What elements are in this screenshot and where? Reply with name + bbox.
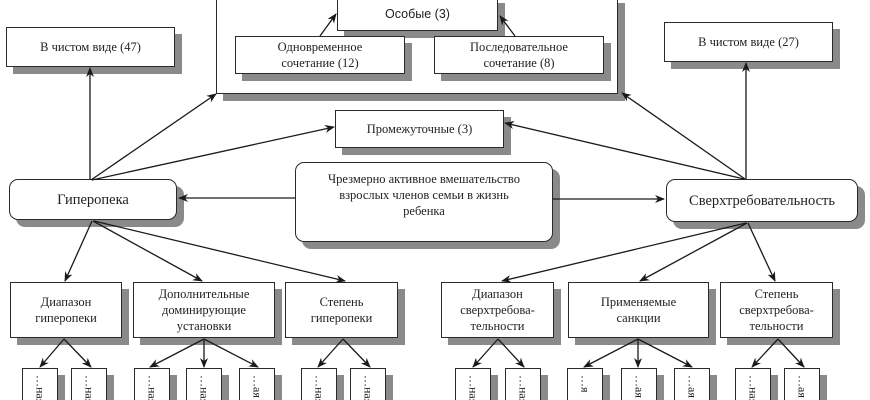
leaf-label: …ная	[466, 375, 481, 400]
intermediate-label: Промежуточные (3)	[366, 122, 473, 136]
leaf-box: …ная	[455, 368, 491, 400]
leaf-box: …ая	[784, 368, 820, 400]
arrow-to-leaf	[751, 338, 779, 368]
leaf-box: …ная	[350, 368, 386, 400]
overdemandingness-node: Сверхтребовательность	[666, 179, 858, 222]
arrow-to-leaf	[777, 338, 805, 368]
arrow-overdemand-to-degree	[747, 222, 776, 282]
leaf-label: …ая	[250, 375, 265, 398]
right-pure-form-label: В чистом виде (27)	[698, 35, 799, 49]
leaf-box: …ная	[71, 368, 107, 400]
leaf-label: …ная	[312, 375, 327, 400]
leaf-box: …я	[567, 368, 603, 400]
left-pure-form-label: В чистом виде (47)	[40, 40, 141, 54]
overdemand-degree-label: Степень сверхтребова- тельности	[739, 287, 814, 333]
overprotection-range-label: Диапазон гиперопеки	[35, 295, 97, 325]
overprotection-label: Гиперопека	[57, 191, 129, 208]
arrow-overdemand-to-special-group	[621, 92, 746, 180]
leaf-box: …ая	[621, 368, 657, 400]
leaf-label: …ая	[795, 375, 810, 398]
overprotection-degree-node: Степень гиперопеки	[285, 282, 398, 338]
arrow-overprotection-to-range	[64, 220, 93, 282]
leaf-box: …ная	[186, 368, 222, 400]
intermediate-node: Промежуточные (3)	[335, 110, 504, 148]
sequential-combination-node: Последовательное сочетание (8)	[434, 36, 604, 74]
leaf-label: …ная	[197, 375, 212, 400]
leaf-label: …ная	[82, 375, 97, 400]
leaf-label: …ая	[632, 375, 647, 398]
arrow-to-leaf	[497, 338, 525, 368]
arrow-to-leaf	[317, 338, 344, 368]
center-label: Чрезмерно активное вмешательство взрослы…	[328, 172, 520, 218]
leaf-box: …ная»	[134, 368, 170, 400]
leaf-label: …ая	[685, 375, 700, 398]
leaf-box: …ая	[239, 368, 275, 400]
left-pure-form-node: В чистом виде (47)	[6, 27, 175, 67]
overdemand-range-label: Диапазон сверхтребова- тельности	[460, 287, 535, 333]
arrow-overdemand-to-sanctions	[639, 222, 748, 282]
arrow-to-leaf	[342, 338, 371, 368]
arrow-to-leaf	[583, 338, 639, 368]
leaf-label: …ная	[516, 375, 531, 400]
arrow-to-leaf	[472, 338, 499, 368]
arrow-to-leaf	[637, 338, 693, 368]
leaf-label: …я	[578, 375, 593, 393]
sequential-combination-label: Последовательное сочетание (8)	[470, 40, 568, 70]
overprotection-range-node: Диапазон гиперопеки	[10, 282, 122, 338]
simultaneous-combination-node: Одновременное сочетание (12)	[235, 36, 405, 74]
arrow-to-leaf	[203, 338, 259, 368]
overdemandingness-label: Сверхтребовательность	[689, 192, 835, 209]
arrow-overprotection-to-attitudes	[92, 220, 203, 282]
leaf-box: …ная	[22, 368, 58, 400]
applied-sanctions-node: Применяемые санкции	[568, 282, 709, 338]
arrow-to-leaf	[39, 338, 65, 368]
overprotection-degree-label: Степень гиперопеки	[310, 295, 373, 325]
leaf-box: …ая	[674, 368, 710, 400]
leaf-box: …ная	[735, 368, 771, 400]
additional-dominant-attitudes-label: Дополнительные доминирующие установки	[158, 287, 250, 333]
leaf-label: …ная»	[145, 375, 160, 400]
overprotection-node: Гиперопека	[9, 179, 177, 220]
arrow-overprotection-to-special-group	[90, 93, 217, 181]
leaf-label: …ная	[361, 375, 376, 400]
overdemand-degree-node: Степень сверхтребова- тельности	[720, 282, 833, 338]
overdemand-range-node: Диапазон сверхтребова- тельности	[441, 282, 554, 338]
right-pure-form-node: В чистом виде (27)	[664, 22, 833, 62]
center-node: Чрезмерно активное вмешательство взрослы…	[295, 162, 553, 242]
applied-sanctions-label: Применяемые санкции	[600, 295, 677, 325]
special-node: Особые (3)	[337, 0, 498, 31]
leaf-label: …ная	[746, 375, 761, 400]
simultaneous-combination-label: Одновременное сочетание (12)	[277, 40, 363, 70]
arrow-to-leaf	[149, 338, 205, 368]
special-node-label: Особые (3)	[385, 6, 450, 21]
leaf-box: …ная	[505, 368, 541, 400]
leaf-label: …ная	[33, 375, 48, 400]
leaf-box: …ная	[301, 368, 337, 400]
additional-dominant-attitudes-node: Дополнительные доминирующие установки	[133, 282, 275, 338]
arrow-to-leaf	[63, 338, 92, 368]
